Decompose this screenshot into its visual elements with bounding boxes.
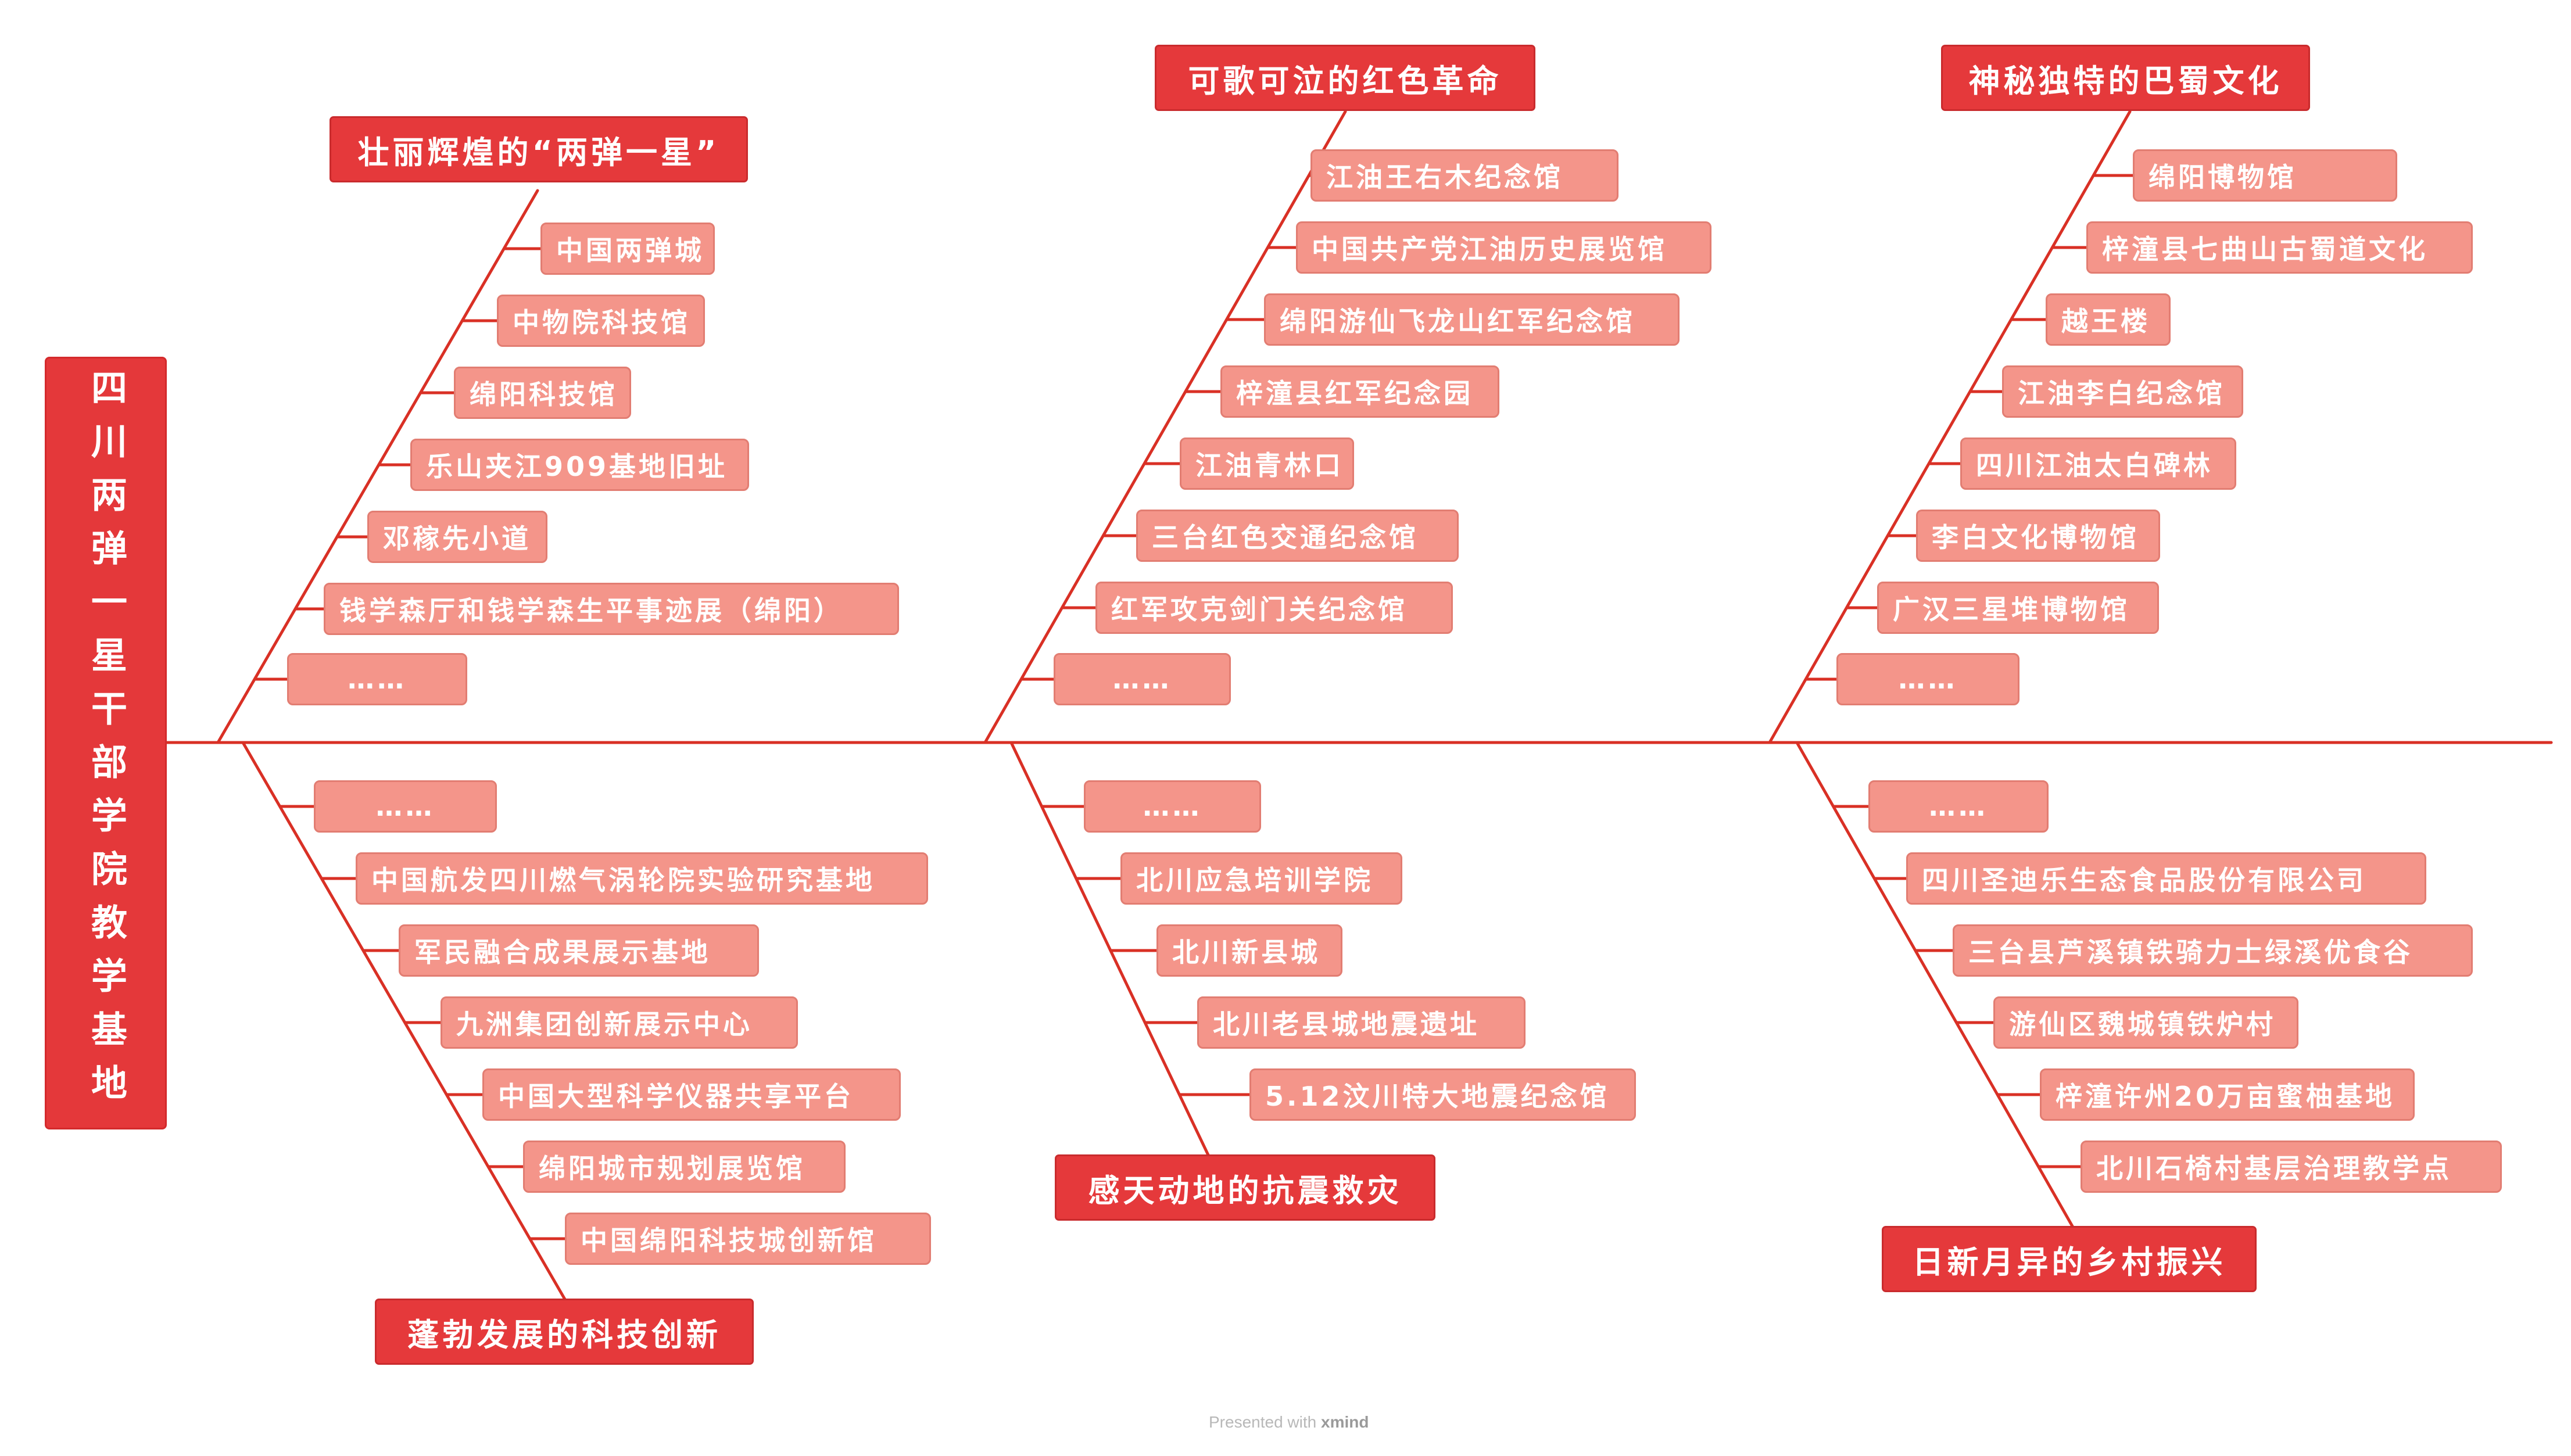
topic-b5-1[interactable]: 北川应急培训学院 xyxy=(1120,852,1402,905)
topic-b2-4[interactable]: 江油青林口 xyxy=(1180,437,1354,490)
topic-b5-4[interactable]: 5.12汶川特大地震纪念馆 xyxy=(1249,1068,1636,1121)
topic-b3-2[interactable]: 越王楼 xyxy=(2046,293,2171,346)
branch-title-b1[interactable]: 壮丽辉煌的“两弹一星” xyxy=(330,116,748,182)
topic-b3-4[interactable]: 四川江油太白碑林 xyxy=(1960,437,2236,490)
bone-b3 xyxy=(1768,110,2132,744)
topic-b3-1[interactable]: 梓潼县七曲山古蜀道文化 xyxy=(2086,221,2473,274)
topic-b2-5[interactable]: 三台红色交通纪念馆 xyxy=(1136,510,1459,562)
branch-title-b3[interactable]: 神秘独特的巴蜀文化 xyxy=(1941,45,2310,111)
topic-b4-2[interactable]: 军民融合成果展示基地 xyxy=(399,924,759,977)
bone-b5 xyxy=(1009,741,1211,1158)
topic-b6-3[interactable]: 游仙区魏城镇铁炉村 xyxy=(1993,996,2298,1049)
branch-title-b6[interactable]: 日新月异的乡村振兴 xyxy=(1882,1226,2257,1292)
topic-b6-1[interactable]: 四川圣迪乐生态食品股份有限公司 xyxy=(1906,852,2426,905)
topic-b6-2[interactable]: 三台县芦溪镇铁骑力士绿溪优食谷 xyxy=(1953,924,2473,977)
topic-b4-1[interactable]: 中国航发四川燃气涡轮院实验研究基地 xyxy=(356,852,928,905)
bone-b4 xyxy=(241,741,567,1302)
topic-b1-0[interactable]: 中国两弹城 xyxy=(540,223,715,275)
topic-b4-6[interactable]: 中国绵阳科技城创新馆 xyxy=(565,1213,931,1265)
topic-b4-5[interactable]: 绵阳城市规划展览馆 xyxy=(523,1141,846,1193)
topic-b2-3[interactable]: 梓潼县红军纪念园 xyxy=(1220,365,1499,418)
topic-b6-0[interactable]: …… xyxy=(1868,780,2049,833)
topic-b3-6[interactable]: 广汉三星堆博物馆 xyxy=(1877,582,2159,634)
topic-b2-1[interactable]: 中国共产党江油历史展览馆 xyxy=(1296,221,1711,274)
topic-b2-7[interactable]: …… xyxy=(1054,653,1231,705)
topic-b4-4[interactable]: 中国大型科学仪器共享平台 xyxy=(482,1068,901,1121)
branch-title-b5[interactable]: 感天动地的抗震救灾 xyxy=(1055,1154,1435,1221)
topic-b1-3[interactable]: 乐山夹江909基地旧址 xyxy=(410,439,749,491)
topic-b4-0[interactable]: …… xyxy=(314,780,497,833)
bone-b1 xyxy=(216,189,539,744)
branch-title-b2[interactable]: 可歌可泣的红色革命 xyxy=(1155,45,1535,111)
topic-b1-6[interactable]: …… xyxy=(287,653,467,705)
topic-b1-1[interactable]: 中物院科技馆 xyxy=(497,295,705,347)
topic-b3-5[interactable]: 李白文化博物馆 xyxy=(1916,510,2160,562)
topic-b3-3[interactable]: 江油李白纪念馆 xyxy=(2002,365,2243,418)
topic-b2-0[interactable]: 江油王右木纪念馆 xyxy=(1310,149,1618,202)
root-topic[interactable]: 四川两弹一星干部学院教学基地 xyxy=(45,357,167,1129)
topic-b1-2[interactable]: 绵阳科技馆 xyxy=(454,367,631,419)
topic-b3-0[interactable]: 绵阳博物馆 xyxy=(2133,149,2397,202)
topic-b4-3[interactable]: 九洲集团创新展示中心 xyxy=(441,996,798,1049)
topic-b3-7[interactable]: …… xyxy=(1836,653,2019,705)
presented-with-footer: Presented with xmind xyxy=(1209,1413,1369,1431)
topic-b6-4[interactable]: 梓潼许州20万亩蜜柚基地 xyxy=(2040,1068,2415,1121)
branch-title-b4[interactable]: 蓬勃发展的科技创新 xyxy=(375,1299,754,1365)
topic-b1-4[interactable]: 邓稼先小道 xyxy=(367,511,547,563)
root-title: 四川两弹一星干部学院教学基地 xyxy=(85,369,127,1117)
bone-b2 xyxy=(983,110,1347,744)
topic-b5-3[interactable]: 北川老县城地震遗址 xyxy=(1197,996,1526,1049)
topic-b5-0[interactable]: …… xyxy=(1084,780,1261,833)
topic-b2-6[interactable]: 红军攻克剑门关纪念馆 xyxy=(1095,582,1453,634)
topic-b5-2[interactable]: 北川新县城 xyxy=(1156,924,1342,977)
bone-b6 xyxy=(1795,741,2075,1230)
topic-b2-2[interactable]: 绵阳游仙飞龙山红军纪念馆 xyxy=(1264,293,1680,346)
topic-b1-5[interactable]: 钱学森厅和钱学森生平事迹展（绵阳） xyxy=(324,583,899,635)
topic-b6-5[interactable]: 北川石椅村基层治理教学点 xyxy=(2081,1141,2502,1193)
